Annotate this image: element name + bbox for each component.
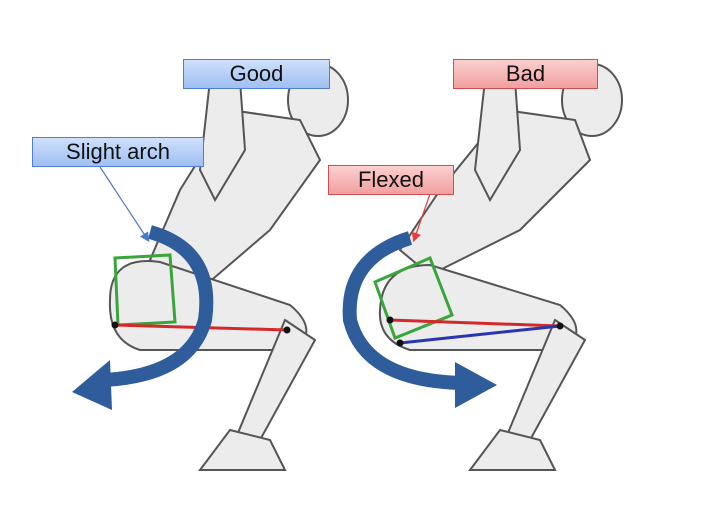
rotation-arrow-bad [342,231,497,408]
bad-squat-figure [378,63,623,471]
slight-arch-label: Slight arch [32,137,204,167]
rotation-arrow-good [72,225,214,410]
slight-arch-pointer [99,166,150,243]
pelvis-box-good [113,253,177,327]
good-label: Good [183,59,330,89]
flexed-pointer [411,193,431,243]
bad-label: Bad [453,59,598,89]
flexed-label: Flexed [328,165,454,195]
femur-line-bad [389,318,561,328]
good-squat-figure [108,63,349,471]
flexed-line-bad [399,324,561,345]
